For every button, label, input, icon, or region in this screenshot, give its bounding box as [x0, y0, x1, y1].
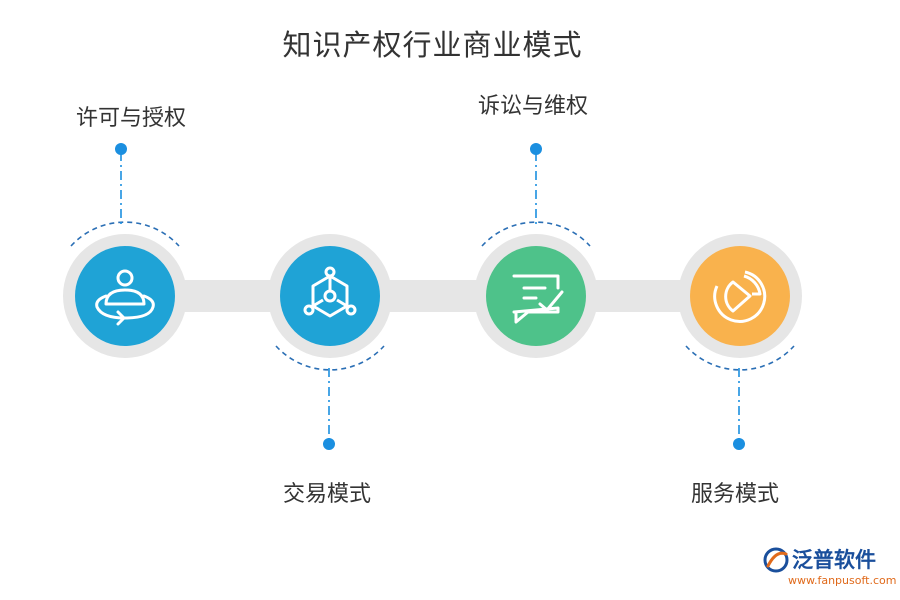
- node-4-circle: [690, 246, 790, 346]
- brand-name: 泛普软件: [792, 548, 876, 572]
- node-2-dot: [323, 438, 335, 450]
- node-4-label: 服务模式: [691, 482, 780, 507]
- node-4-dot: [733, 438, 745, 450]
- node-2-label: 交易模式: [283, 482, 372, 507]
- page-title: 知识产权行业商业模式: [282, 28, 583, 62]
- node-1-label: 许可与授权: [76, 106, 187, 131]
- node-3-label: 诉讼与维权: [478, 94, 589, 119]
- node-2-circle: [280, 246, 380, 346]
- brand-logo-icon: [763, 547, 789, 573]
- person-rotate-icon: [95, 269, 155, 326]
- node-1-circle: [75, 246, 175, 346]
- node-3-dot: [530, 143, 542, 155]
- pie-chart-icon: [713, 270, 767, 323]
- node-3-circle: [486, 246, 586, 346]
- message-check-icon: [512, 274, 564, 324]
- brand-watermark: 泛普软件 www.fanpusoft.com: [762, 544, 896, 592]
- node-1-dot: [115, 143, 127, 155]
- brand-url: www.fanpusoft.com: [788, 574, 897, 587]
- cube-network-icon: [303, 266, 357, 318]
